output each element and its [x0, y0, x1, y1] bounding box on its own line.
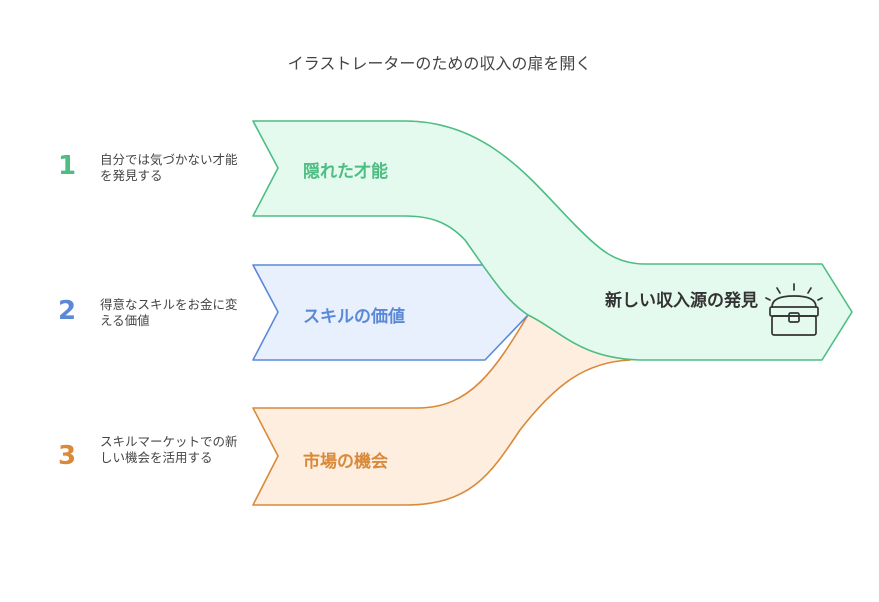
diagram-title: イラストレーターのための収入の扉を開く	[287, 54, 592, 73]
step-3-label: 市場の機会	[303, 452, 388, 472]
band-hidden-talent	[252, 120, 853, 361]
step-3-description: スキルマーケットでの新しい機会を活用する	[100, 434, 238, 465]
step-2-description: 得意なスキルをお金に変える価値	[100, 297, 238, 328]
step-3-number: 3	[57, 441, 77, 471]
treasure-chest-icon	[765, 283, 823, 336]
step-1-label: 隠れた才能	[303, 162, 388, 182]
step-2-label: スキルの価値	[303, 307, 405, 327]
band-market-opportunity	[252, 314, 631, 506]
step-2-number: 2	[57, 296, 77, 326]
step-1-description: 自分では気づかない才能を発見する	[100, 152, 238, 183]
step-1-number: 1	[57, 151, 77, 181]
result-label: 新しい収入源の発見	[605, 291, 758, 311]
